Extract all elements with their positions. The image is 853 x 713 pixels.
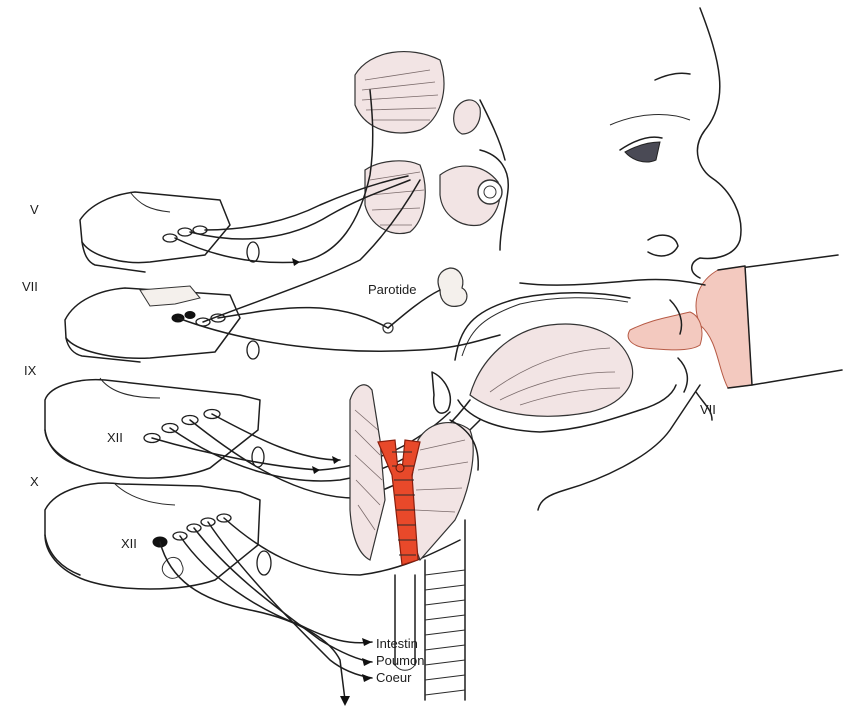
intestin-label: Intestin (376, 636, 418, 651)
oral-cavity (455, 279, 705, 432)
nerve-xii-lower-label: XII (121, 536, 137, 551)
nerve-v-label: V (30, 202, 39, 217)
brainstem-section-x (45, 483, 260, 589)
nerve-x-label: X (30, 474, 39, 489)
poumon-label: Poumon (376, 653, 424, 668)
face-muscles (355, 52, 508, 250)
face-profile (538, 8, 741, 510)
nerve-xii-upper-label: XII (107, 430, 123, 445)
parotide-label: Parotide (368, 282, 416, 297)
parotid-gland (383, 268, 467, 333)
brainstem-section-v (80, 192, 230, 272)
nerve-vii-right-label: VII (700, 402, 716, 417)
brainstem-section-vii (65, 286, 240, 362)
feeding-bottle (628, 255, 842, 388)
nerve-ix-label: IX (24, 363, 37, 378)
brainstem-section-ix (45, 378, 260, 478)
coeur-label: Coeur (376, 670, 412, 685)
nerve-vii-label: VII (22, 279, 38, 294)
